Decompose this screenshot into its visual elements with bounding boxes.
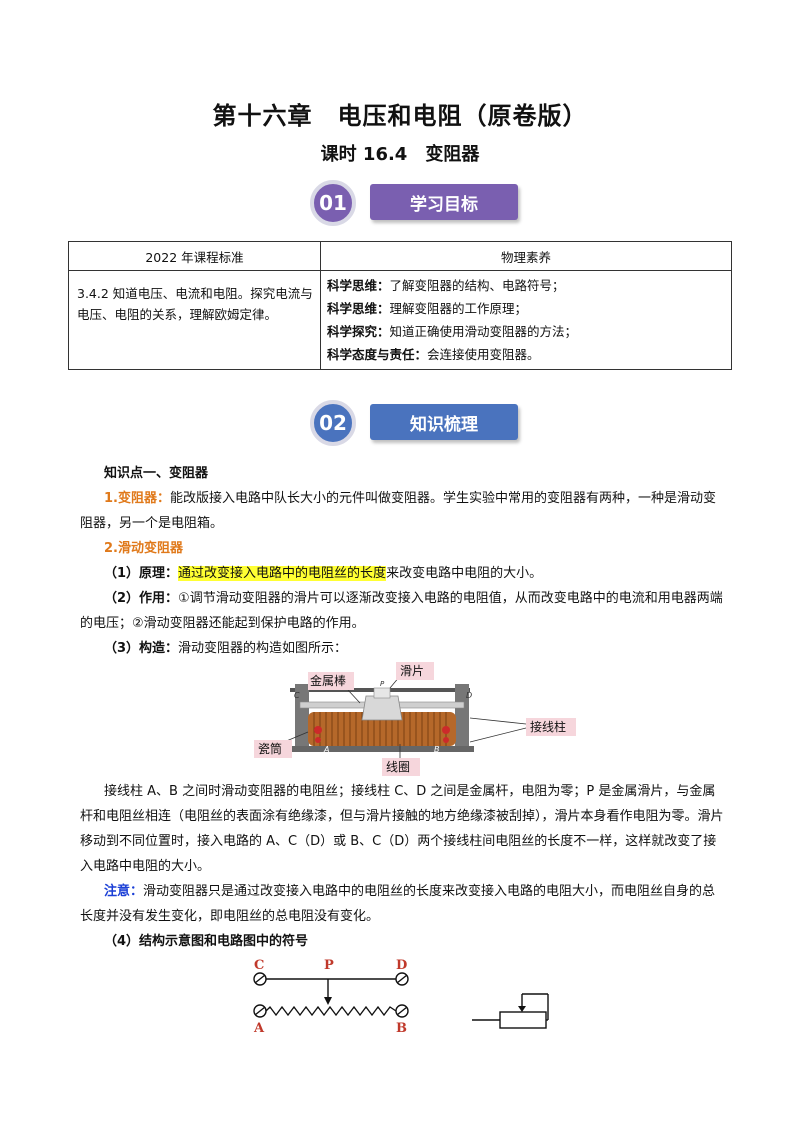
callout-slider: 滑片 <box>400 664 424 678</box>
rheostat-schematic: C P D A B <box>253 958 409 1035</box>
standards-table: 2022 年课程标准 物理素养 3.4.2 知道电压、电流和电阻。探究电流与电压… <box>68 241 732 370</box>
literacy-item: 科学思维：了解变阻器的结构、电路符号； <box>327 278 565 293</box>
section-badge-02: 02 知识梳理 <box>310 400 520 446</box>
schematic-letter-d: D <box>396 958 407 973</box>
schematic-letter-c: C <box>254 958 264 973</box>
photo-letter-p: P <box>380 680 385 688</box>
section-number: 02 <box>310 400 356 446</box>
function-paragraph: （2）作用：①调节滑动变阻器的滑片可以逐渐改变接入电路的电阻值，从而改变电路中的… <box>80 591 723 631</box>
literacy-list: 科学思维：了解变阻器的结构、电路符号； 科学思维：理解变阻器的工作原理； 科学探… <box>320 270 732 370</box>
literacy-item: 科学思维：理解变阻器的工作原理； <box>327 301 528 316</box>
schematic-letter-a: A <box>253 1021 265 1035</box>
note-paragraph: 注意：滑动变阻器只是通过改变接入电路中的电阻丝的长度来改变接入电路的电阻大小，而… <box>80 884 716 924</box>
knowledge-point-title: 知识点一、变阻器 <box>104 466 209 481</box>
schematic-letter-b: B <box>396 1021 407 1035</box>
principle-highlight: 通过改变接入电路中的电阻丝的长度 <box>178 566 387 581</box>
photo-letter-c: C <box>294 691 300 700</box>
symbol-heading: （4）结构示意图和电路图中的符号 <box>104 934 309 949</box>
item2-heading: 2.滑动变阻器 <box>104 541 183 556</box>
table-header-literacy: 物理素养 <box>320 241 732 271</box>
rheostat-circuit-symbol <box>472 993 549 1029</box>
schematic-letter-p: P <box>324 958 334 973</box>
rheostat-photo: C P D A B 金属棒 滑片 接线柱 瓷筒 线圈 <box>254 662 576 776</box>
callout-coil: 线圈 <box>386 760 410 774</box>
table-header-standard: 2022 年课程标准 <box>68 241 321 271</box>
literacy-item: 科学态度与责任：会连接使用变阻器。 <box>327 347 540 362</box>
section-label: 知识梳理 <box>370 404 518 440</box>
section-badge-01: 01 学习目标 <box>310 180 520 226</box>
principle-paragraph: （1）原理：通过改变接入电路中的电阻丝的长度来改变电路中电阻的大小。 <box>104 566 543 581</box>
callout-terminal: 接线柱 <box>530 719 566 734</box>
photo-letter-b: B <box>434 745 440 754</box>
page-subtitle: 课时 16.4 变阻器 <box>320 144 480 165</box>
section-number: 01 <box>310 180 356 226</box>
callout-rod: 金属棒 <box>310 673 346 688</box>
item1-paragraph: 1.变阻器：能改版接入电路中队长大小的元件叫做变阻器。学生实验中常用的变阻器有两… <box>80 491 716 531</box>
explanation-paragraph: 接线柱 A、B 之间时滑动变阻器的电阻丝；接线柱 C、D 之间是金属杆，电阻为零… <box>80 784 724 874</box>
photo-letter-d: D <box>466 691 472 700</box>
literacy-item: 科学探究：知道正确使用滑动变阻器的方法； <box>327 324 578 339</box>
structure-paragraph: （3）构造：滑动变阻器的构造如图所示： <box>104 641 348 656</box>
standard-text: 3.4.2 知道电压、电流和电阻。探究电流与电压、电阻的关系，理解欧姆定律。 <box>68 270 321 370</box>
page-title: 第十六章 电压和电阻（原卷版） <box>212 102 588 130</box>
callout-tube: 瓷筒 <box>258 741 282 756</box>
section-label: 学习目标 <box>370 184 518 220</box>
photo-letter-a: A <box>323 745 329 754</box>
